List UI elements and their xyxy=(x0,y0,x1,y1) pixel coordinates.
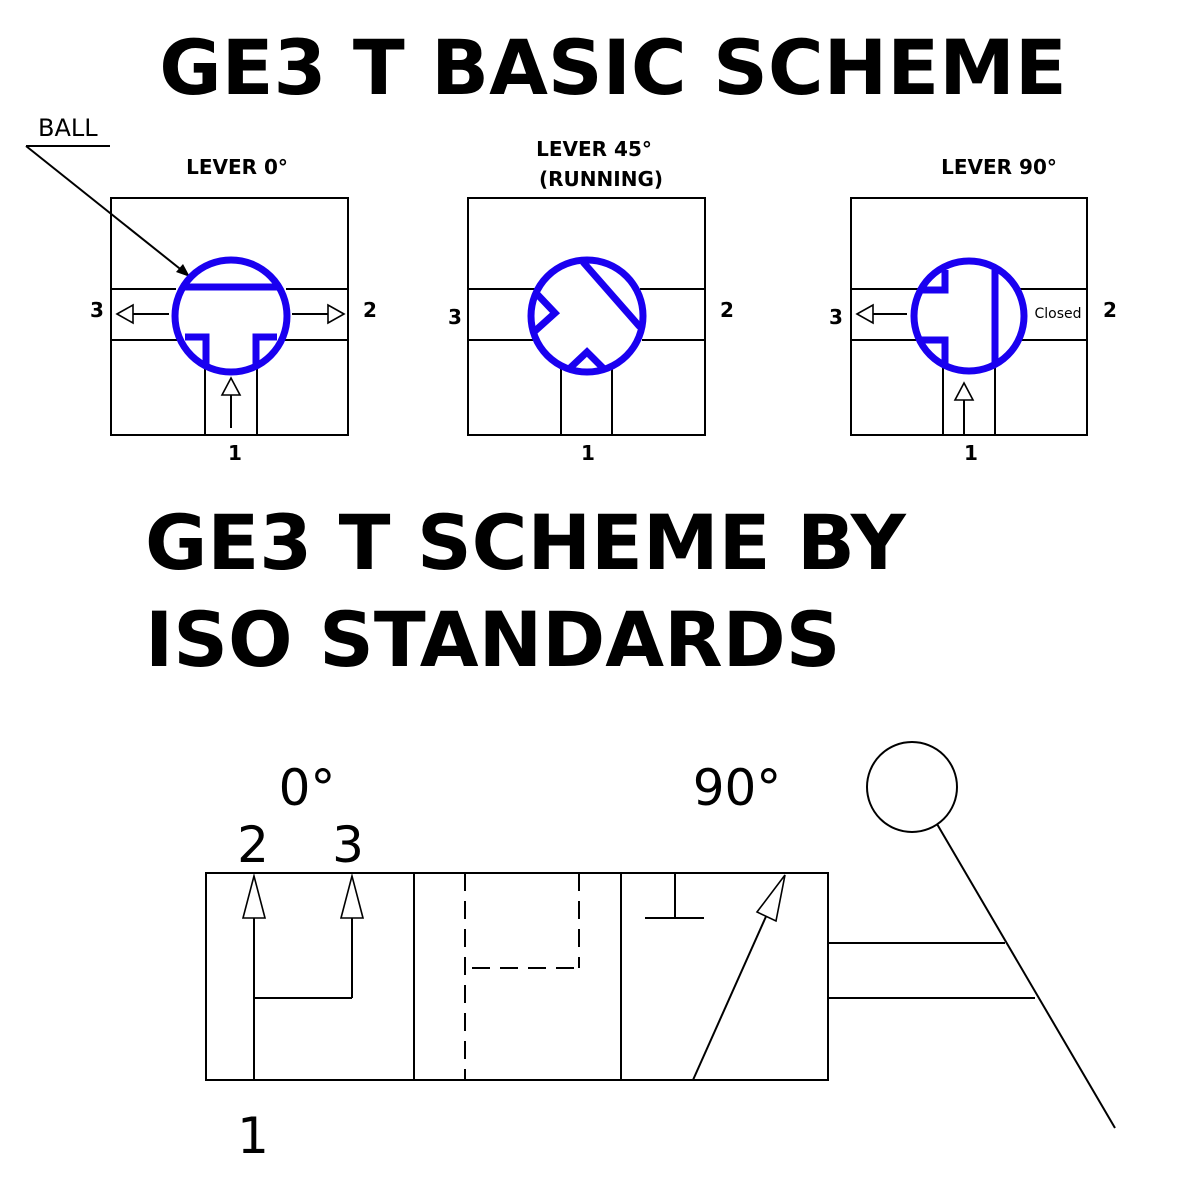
port-label-3: 3 xyxy=(448,305,462,329)
lever-knob-icon xyxy=(866,741,958,833)
ball-icon xyxy=(910,257,1028,375)
arrow-diagonal-icon xyxy=(755,874,786,923)
arrow-up-icon xyxy=(953,381,975,401)
arrow-icon xyxy=(176,264,190,277)
arrow-up-icon xyxy=(339,872,365,919)
iso-port-3: 3 xyxy=(332,816,364,874)
diagram-title: LEVER 90° xyxy=(941,155,1057,179)
position-label-0: 0° xyxy=(279,759,336,817)
ball-icon xyxy=(171,256,291,376)
valve-diagram-lever-0: LEVER 0° 3 2 1 xyxy=(90,155,377,465)
arrow-left-icon xyxy=(115,303,134,325)
title-iso-line1: GE3 T SCHEME BY xyxy=(145,498,907,587)
port-label-2: 2 xyxy=(1103,298,1117,322)
iso-port-1: 1 xyxy=(237,1107,269,1165)
port-label-2: 2 xyxy=(720,298,734,322)
port-label-1: 1 xyxy=(581,441,595,465)
ball-icon xyxy=(527,256,647,376)
diagram-title: LEVER 0° xyxy=(186,155,288,179)
valve-diagram-lever-45: LEVER 45° (RUNNING) 3 2 1 xyxy=(448,137,734,465)
arrow-up-icon xyxy=(220,376,242,396)
diagram-title: LEVER 45° xyxy=(536,137,652,161)
arrow-up-icon xyxy=(241,872,267,919)
port-label-1: 1 xyxy=(228,441,242,465)
valve-diagram-lever-90: LEVER 90° Closed 3 2 1 xyxy=(829,155,1117,465)
title-basic-scheme: GE3 T BASIC SCHEME xyxy=(159,23,1067,112)
port-label-3: 3 xyxy=(90,298,104,322)
ball-callout: BALL xyxy=(25,114,190,277)
ball-label: BALL xyxy=(38,114,98,142)
port-label-2: 2 xyxy=(363,298,377,322)
port-label-3: 3 xyxy=(829,305,843,329)
port-label-1: 1 xyxy=(964,441,978,465)
closed-label: Closed xyxy=(1034,306,1081,322)
iso-valve-symbol: 0° 90° 2 3 1 xyxy=(205,741,1116,1165)
arrow-right-icon xyxy=(327,303,346,325)
iso-port-2: 2 xyxy=(237,816,269,874)
diagram-subtitle: (RUNNING) xyxy=(539,167,663,191)
position-label-90: 90° xyxy=(693,759,782,817)
arrow-left-icon xyxy=(855,303,874,325)
title-iso-line2: ISO STANDARDS xyxy=(145,595,840,684)
